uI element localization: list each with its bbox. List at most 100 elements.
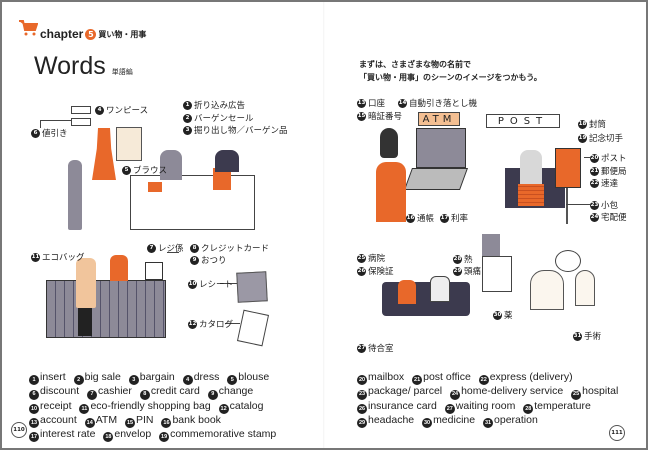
vocab-text: credit card [150,385,200,398]
bargain-item [148,182,162,192]
label-text: 熱 [464,255,473,265]
intro-line-1: まずは、さまざまな物の名前で [359,60,471,69]
number-badge: 9 [207,389,218,400]
label-text: 自動引き落とし機 [409,99,478,109]
number-badge: 25 [357,253,366,263]
number-badge: 31 [483,418,494,429]
number-badge: 6 [29,389,39,400]
number-badge: 14 [398,98,407,108]
customer-figure [520,150,542,184]
label-text: ワンピース [106,106,149,116]
number-badge: 3 [128,375,139,386]
waiting-room-sofa [382,282,470,316]
number-badge: 26 [357,266,366,276]
vocab-text: bargain [139,371,175,383]
customer-figure [76,258,96,308]
leader-line [225,323,240,324]
number-badge: 29 [453,266,462,276]
label-text: 値引き [42,129,68,139]
number-badge: 15 [125,418,136,429]
atm-keypad [403,168,469,190]
vocab-text: home-delivery service [461,385,564,398]
page-title: Words 単語編 [34,52,133,81]
chapter-header: chapter 5 買い物・用事 [40,27,146,41]
number-badge: 26 [357,403,367,414]
shopper-figure [215,150,239,172]
atm-machine [416,128,466,168]
label-text: おつり [201,256,227,266]
number-badge: 16 [161,418,172,429]
label-text: 待合室 [368,344,394,354]
label-text: 利率 [451,214,469,224]
number-badge: 7 [87,389,98,400]
pill-pack [482,234,500,256]
number-badge: 7 [147,243,156,253]
patient-figure [430,276,450,302]
surgery-lamp [555,250,581,272]
vocab-text: interest rate [40,428,96,441]
vocab-text: express (delivery) [489,371,573,383]
label-text: 郵便局 [601,167,627,177]
number-badge: 22 [478,375,489,386]
number-badge: 19 [159,432,170,443]
vocab-text: cashier [98,385,132,398]
number-badge: 12 [218,403,229,414]
label-text: 暗証番号 [368,112,403,122]
label-text: 手術 [584,332,602,342]
label-text: 頭痛 [464,267,482,277]
number-badge: 11 [31,252,40,262]
label-text: ブラウス [133,166,168,176]
medicine-bag [482,256,512,292]
number-badge: 1 [29,375,39,386]
vocab-text: post office [423,371,471,383]
number-badge: 28 [453,254,462,264]
vocab-text: PIN [136,413,154,426]
number-badge: 25 [571,389,582,400]
number-badge: 27 [357,343,366,353]
intro-line-2: 「買い物・用事」のシーンのイメージをつかもう。 [359,73,542,82]
register [145,262,163,280]
atm-sign-text: ATM [422,114,456,125]
vocab-text: insert [40,371,66,383]
vocab-text: discount [40,385,80,398]
vocab-text: headache [368,413,415,426]
atm-user-figure [376,162,406,222]
number-badge: 10 [188,279,197,289]
customer-boots [78,308,92,336]
vocab-text: insurance card [368,399,437,412]
label-text: 小包 [601,201,619,211]
price-tag [71,106,91,114]
shopping-cart-icon [18,20,39,36]
number-badge: 21 [590,166,599,176]
vocab-text: receipt [40,399,72,412]
bargain-item [213,168,231,190]
post-sign: POST [486,114,560,128]
label-text: レシート [199,280,234,290]
